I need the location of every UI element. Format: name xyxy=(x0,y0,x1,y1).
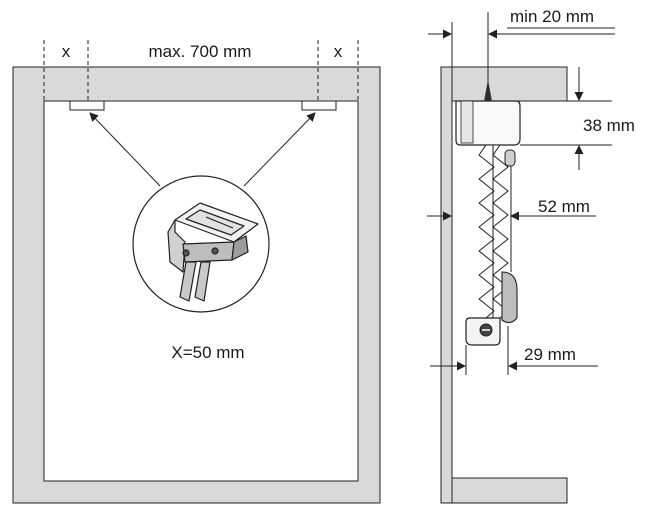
blind-depth-label: 52 mm xyxy=(538,197,590,216)
bracket-right xyxy=(301,100,337,111)
cord-handle-top xyxy=(504,149,516,167)
pleated-blind-icon xyxy=(455,100,521,346)
max-width-label: max. 700 mm xyxy=(149,42,252,61)
lintel-section xyxy=(451,66,568,102)
front-view: x max. 700 mm x X=50 mm xyxy=(12,40,381,504)
bracket-offset-label: X=50 mm xyxy=(171,343,244,362)
arrow-to-right-bracket xyxy=(243,112,316,187)
bottom-handle xyxy=(501,271,518,324)
x-label-right: x xyxy=(334,42,343,61)
headrail-height-label: 38 mm xyxy=(583,116,635,135)
wall-section xyxy=(440,66,453,504)
sill-section xyxy=(451,477,568,504)
arrow-to-left-bracket xyxy=(89,112,161,187)
min-depth-label: min 20 mm xyxy=(510,7,594,26)
mounting-bracket-icon xyxy=(167,202,259,302)
x-label-left: x xyxy=(62,42,71,61)
window-frame xyxy=(12,66,381,504)
bracket-left xyxy=(69,100,105,111)
bottom-depth-label: 29 mm xyxy=(524,345,576,364)
side-view: min 20 mm 38 mm 52 mm 29 mm xyxy=(427,7,635,504)
